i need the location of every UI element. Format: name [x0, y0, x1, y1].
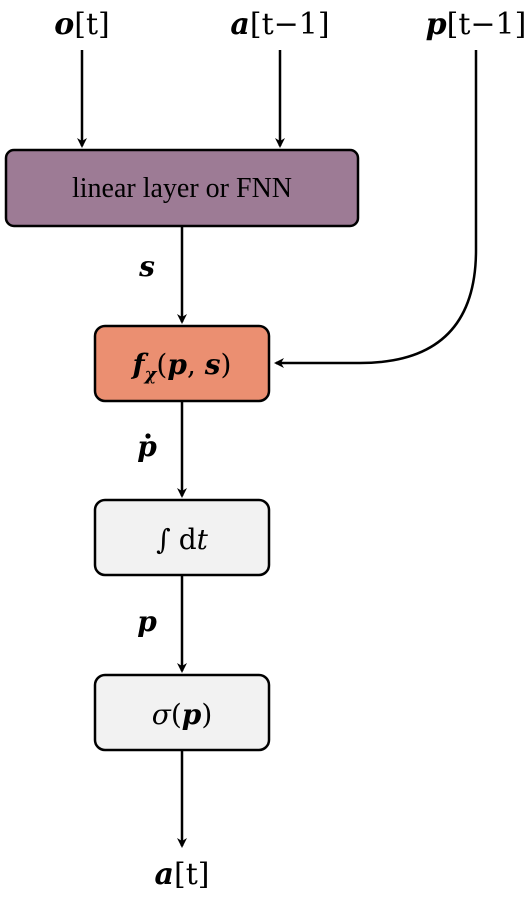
input-o-label: o[t]	[54, 7, 109, 42]
edge-label-p: p	[137, 605, 157, 638]
input-a-prev-label: a[t−1]	[230, 7, 329, 42]
dynamics-label: fχ(p, s)	[131, 348, 232, 385]
integrator-label: ∫dt	[156, 523, 209, 556]
arrow-p-prev-to-dynamics	[274, 50, 478, 368]
edge-label-s: s	[138, 250, 155, 283]
pdot-dot	[145, 433, 151, 439]
linear-layer-label: linear layer or FNN	[72, 173, 292, 204]
output-a-label: a[t]	[155, 857, 210, 892]
input-p-prev-label: p[t−1]	[426, 7, 527, 42]
edge-label-pdot: p	[137, 430, 157, 463]
activation-label: σ(p)	[152, 698, 213, 731]
